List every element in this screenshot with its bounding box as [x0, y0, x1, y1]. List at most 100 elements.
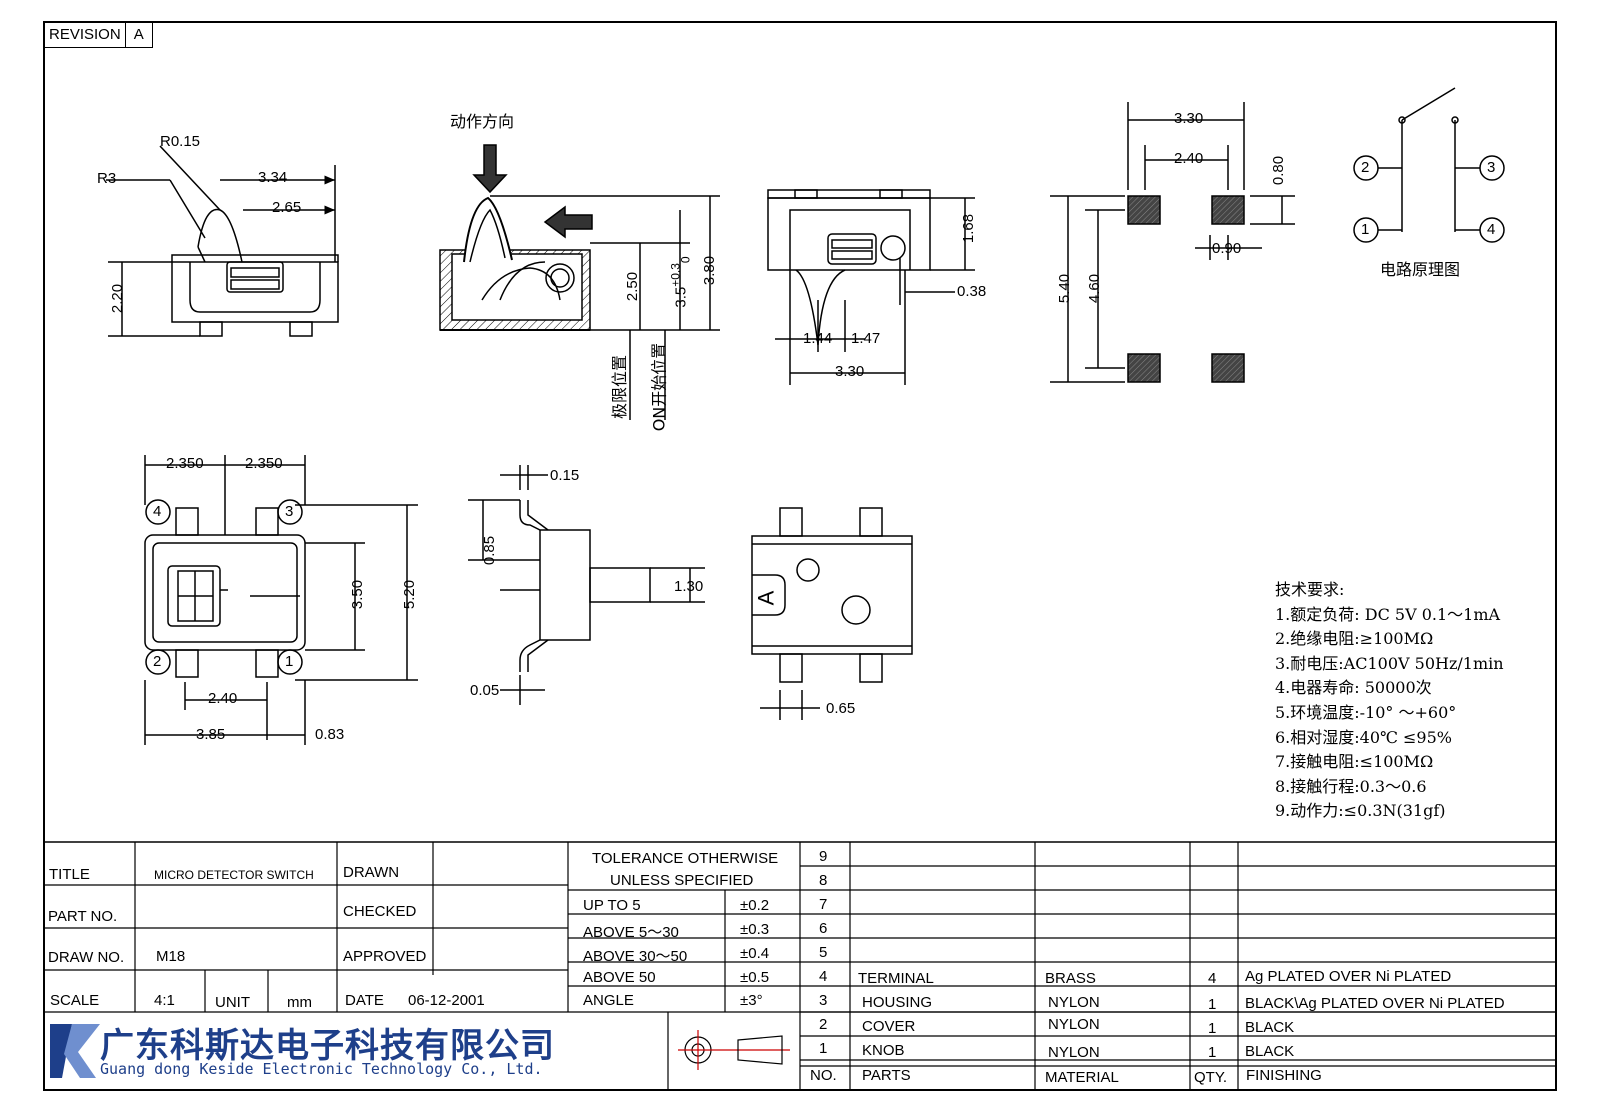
bom-row-4-material: BRASS: [1045, 970, 1096, 987]
dim-540: 5.40: [1056, 273, 1074, 304]
draw-no-label: DRAW NO.: [48, 949, 125, 966]
bom-row-4-qty: 4: [1208, 970, 1217, 987]
dim-147: 1.47: [851, 330, 881, 347]
unit-label: UNIT: [215, 994, 250, 1011]
tol-label-5: ANGLE: [583, 992, 634, 1009]
bom-row-1-no: 1: [819, 1040, 828, 1057]
bom-row-4-no: 4: [819, 968, 828, 985]
dim-130: 1.30: [674, 578, 704, 595]
revision-value: A: [124, 23, 152, 47]
bom-row-2-qty: 1: [1208, 1020, 1217, 1037]
view-top-left: [106, 145, 339, 337]
tol-value-5: ±3°: [740, 992, 763, 1009]
company-name-en: Guang dong Keside Electronic Technology …: [100, 1060, 543, 1078]
bom-header-parts: PARTS: [862, 1067, 911, 1084]
dim-265: 2.65: [272, 199, 302, 216]
dim-380: 3.80: [701, 255, 719, 286]
tolerance-header-1: TOLERANCE OTHERWISE: [592, 850, 779, 867]
bom-row-4-finishing: Ag PLATED OVER Ni PLATED: [1245, 968, 1452, 985]
bom-no-7: 7: [819, 896, 828, 913]
bom-row-3-part: HOUSING: [862, 994, 933, 1011]
dim-083: 0.83: [315, 726, 345, 743]
bom-no-9: 9: [819, 848, 828, 865]
dim-2350b: 2.350: [245, 455, 283, 472]
circuit-pin-4: 4: [1487, 221, 1496, 238]
dim-090: 0.90: [1212, 240, 1242, 257]
tol-value-4: ±0.5: [740, 969, 770, 986]
checked-label: CHECKED: [343, 903, 417, 920]
tol-label-2: ABOVE 5～30: [583, 924, 679, 941]
bom-header-no: NO.: [810, 1067, 837, 1084]
dim-334: 3.34: [258, 169, 288, 186]
bom-row-4-part: TERMINAL: [858, 970, 934, 987]
top-pin-4: 4: [153, 503, 162, 520]
bom-row-3-material: NYLON: [1048, 994, 1100, 1011]
dim-330-fp: 3.30: [1174, 110, 1204, 127]
circuit-pin-1: 1: [1361, 221, 1370, 238]
bom-row-2-material: NYLON: [1048, 1016, 1100, 1033]
tol-value-3: ±0.4: [740, 945, 770, 962]
dim-250: 2.50: [624, 271, 642, 302]
bom-row-3-finishing: BLACK\Ag PLATED OVER Ni PLATED: [1245, 995, 1505, 1012]
dim-r3: R3: [97, 170, 117, 187]
bom-no-6: 6: [819, 920, 828, 937]
part-no-label: PART NO.: [48, 908, 118, 925]
dim-330-front: 3.30: [835, 363, 865, 380]
dim-520: 5.20: [401, 579, 419, 610]
spec-item: 2.绝缘电阻:≥100MΩ: [1275, 629, 1434, 649]
tol-label-4: ABOVE 50: [583, 969, 656, 986]
draw-no-value: M18: [156, 948, 186, 965]
bom-row-1-qty: 1: [1208, 1044, 1217, 1061]
view-footprint: [1050, 102, 1295, 383]
drawn-label: DRAWN: [343, 864, 400, 881]
spec-item: 6.相对湿度:40℃ ≤95%: [1275, 727, 1452, 747]
date-value: 06-12-2001: [408, 992, 485, 1009]
circuit-pin-2: 2: [1361, 159, 1370, 176]
dim-350: 3.50: [349, 579, 367, 610]
bom-no-8: 8: [819, 872, 828, 889]
approved-label: APPROVED: [343, 948, 427, 965]
title-label: TITLE: [49, 866, 90, 883]
view-bottom: [751, 507, 913, 720]
revision-label: REVISION: [49, 26, 121, 43]
dim-144: 1.44: [803, 330, 833, 347]
top-pin-3: 3: [285, 503, 294, 520]
circuit-schematic: [1353, 87, 1505, 243]
spec-item: 1.额定负荷: DC 5V 0.1～1mA: [1275, 604, 1501, 624]
action-direction-label: 动作方向: [450, 112, 515, 131]
dim-168: 1.68: [960, 213, 978, 244]
dim-385: 3.85: [196, 726, 226, 743]
circuit-pin-3: 3: [1487, 159, 1496, 176]
circuit-diagram-label: 电路原理图: [1380, 260, 1461, 279]
top-pin-2: 2: [153, 653, 162, 670]
bom-row-2-no: 2: [819, 1016, 828, 1033]
housing-mark-a: A: [753, 590, 779, 606]
bom-header-qty: QTY.: [1194, 1069, 1228, 1086]
date-label: DATE: [345, 992, 384, 1009]
dim-085: 0.85: [481, 535, 499, 566]
bom-row-1-material: NYLON: [1048, 1044, 1100, 1061]
bom-row-2-part: COVER: [862, 1018, 916, 1035]
dim-240-top: 2.40: [208, 690, 238, 707]
dim-2350a: 2.350: [166, 455, 204, 472]
spec-item: 9.动作力:≤0.3N(31gf): [1275, 801, 1446, 821]
scale-label: SCALE: [50, 992, 100, 1009]
dim-005: 0.05: [470, 682, 500, 699]
dim-220: 2.20: [109, 283, 127, 314]
bom-row-3-qty: 1: [1208, 996, 1217, 1013]
bom-no-5: 5: [819, 944, 828, 961]
unit-value: mm: [287, 994, 312, 1011]
tol-label-1: UP TO 5: [583, 897, 641, 914]
tolerance-header-2: UNLESS SPECIFIED: [610, 872, 754, 889]
tol-value-2: ±0.3: [740, 921, 770, 938]
dim-460: 4.60: [1086, 273, 1104, 304]
revision-box: REVISION A: [44, 22, 153, 48]
title-value: MICRO DETECTOR SWITCH: [154, 868, 314, 882]
spec-item: 3.耐电压:AC100V 50Hz/1min: [1275, 653, 1504, 673]
view-front: [767, 189, 975, 385]
dim-35: 3.5+0.30: [668, 256, 693, 308]
bom-header-finishing: FINISHING: [1246, 1067, 1322, 1084]
tol-value-1: ±0.2: [740, 897, 770, 914]
spec-item: 8.接触行程:0.3～0.6: [1275, 776, 1427, 796]
